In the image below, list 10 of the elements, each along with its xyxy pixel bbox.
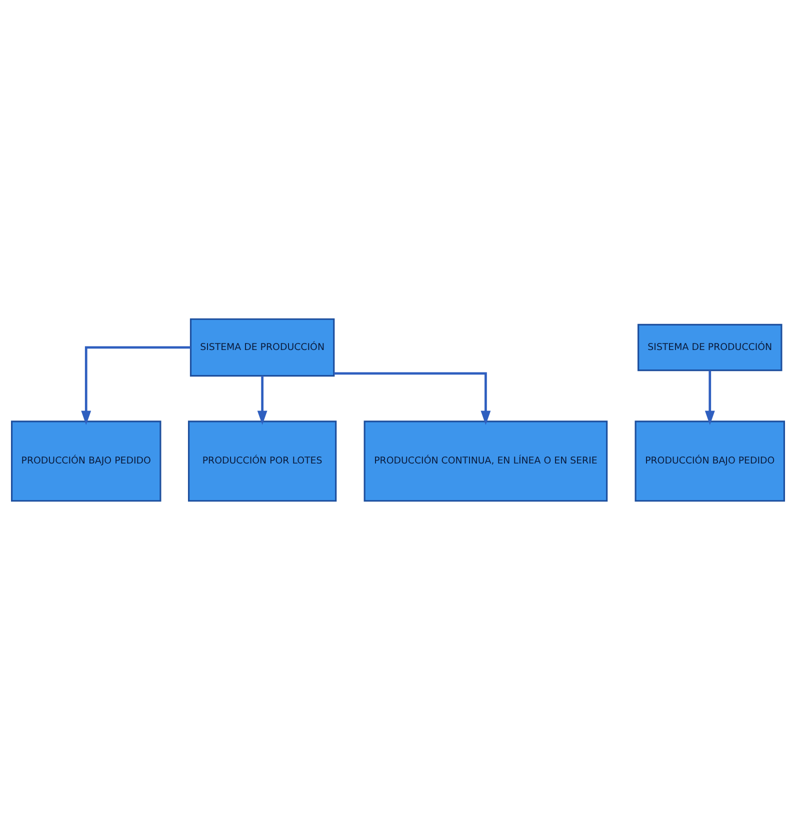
node-box: PRODUCCIÓN POR LOTES xyxy=(188,420,337,502)
arrow xyxy=(334,372,491,425)
node-box: SISTEMA DE PRODUCCIÓN xyxy=(190,318,335,377)
node-box: PRODUCCIÓN BAJO PEDIDO xyxy=(10,420,162,502)
node-box: PRODUCCIÓN CONTINUA, EN LÍNEA O EN SERIE xyxy=(364,420,608,502)
arrow xyxy=(704,370,715,425)
node-box: SISTEMA DE PRODUCCIÓN xyxy=(638,324,782,372)
arrow xyxy=(81,346,191,425)
arrow xyxy=(257,376,268,425)
node-box: PRODUCCIÓN BAJO PEDIDO xyxy=(634,420,786,502)
